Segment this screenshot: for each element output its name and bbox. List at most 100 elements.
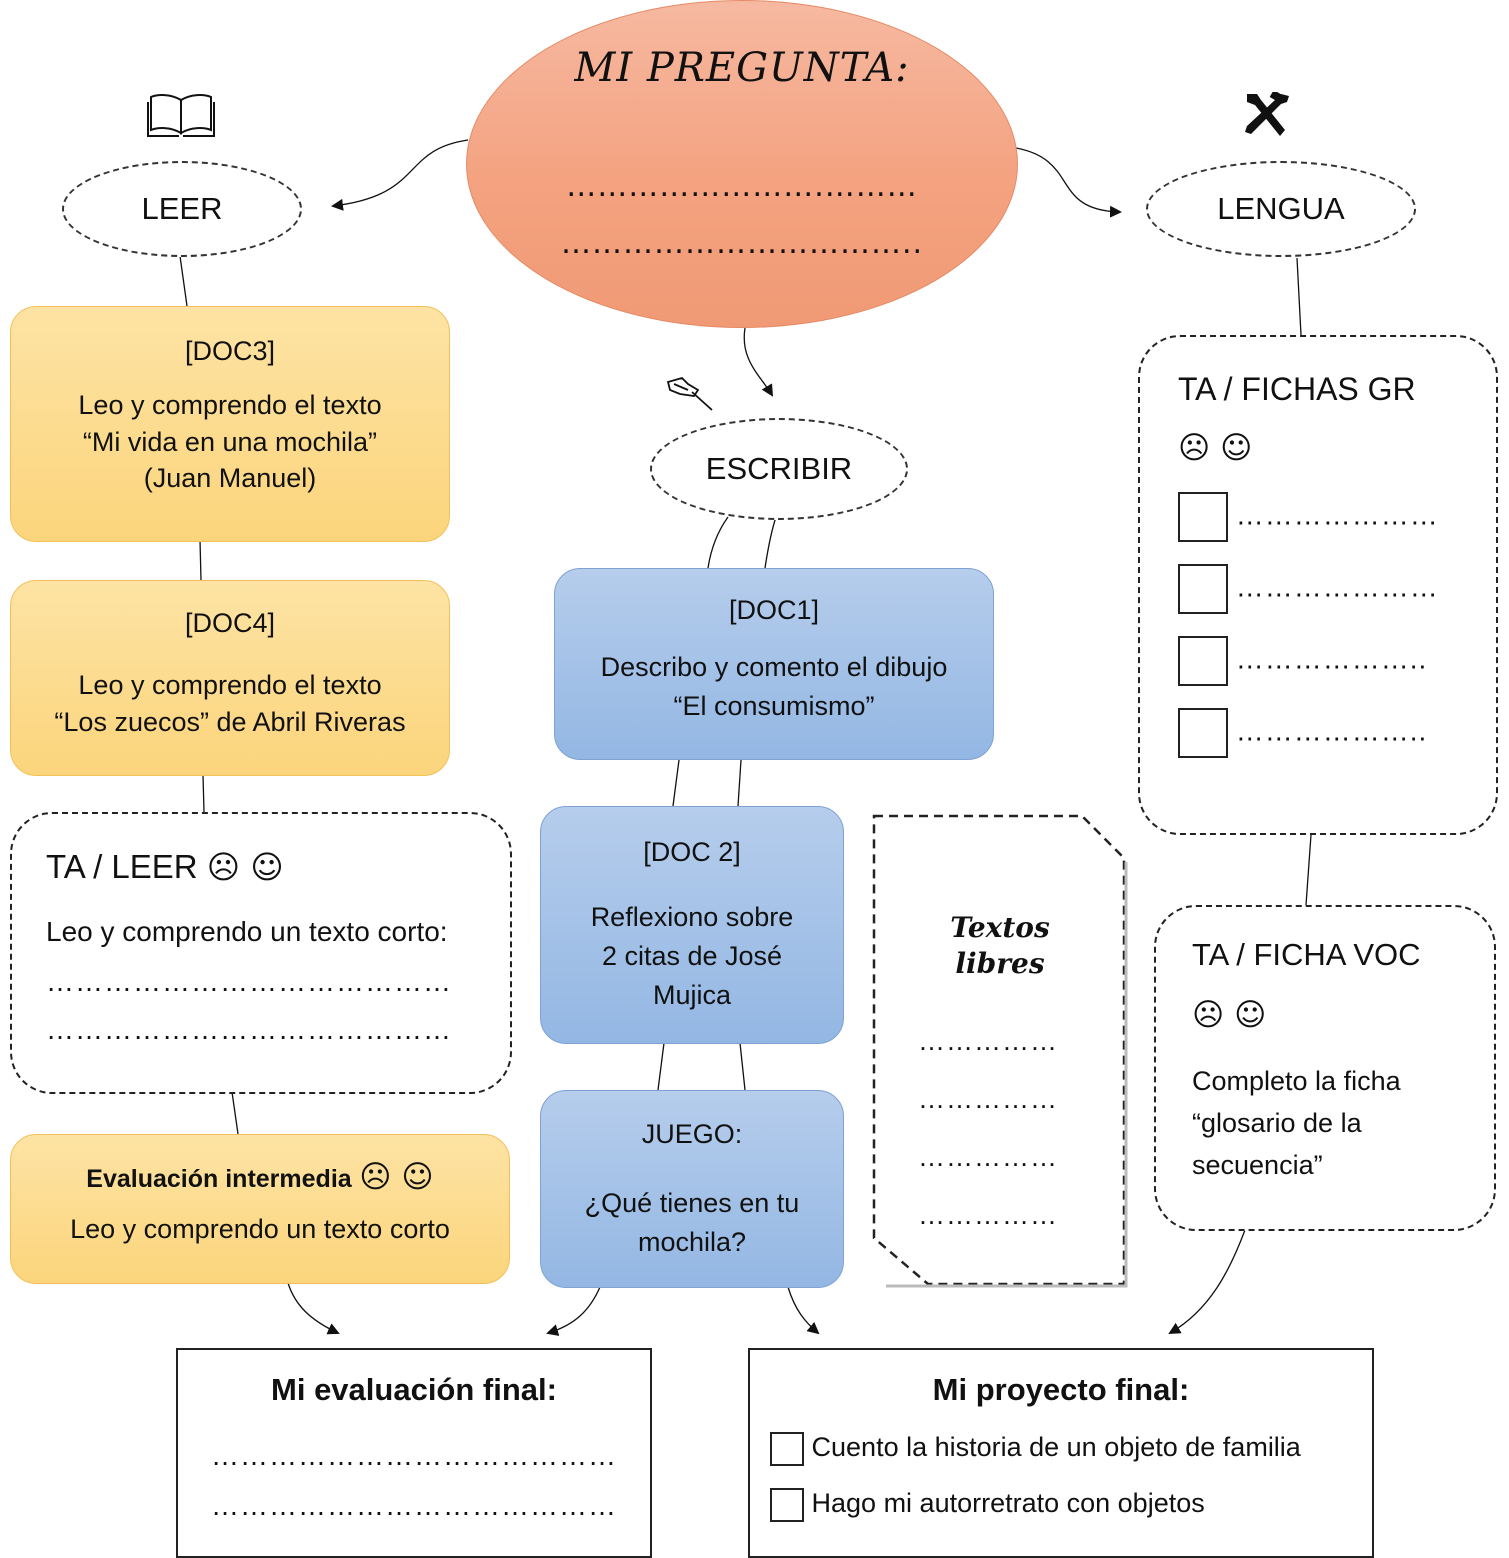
textos-libres-dots-1[interactable]: …………… <box>918 1026 1058 1056</box>
ta-fichas-gr-item-3: ……………….. <box>1178 636 1496 686</box>
doc1-box: [DOC1] Describo y comento el dibujo “El … <box>554 568 994 760</box>
ta-leer-title-row: TA / LEER ☹ ☺ <box>46 848 510 886</box>
doc1-line-2: “El consumismo” <box>673 691 875 722</box>
eval-final-dots-2[interactable]: …………………………………… <box>211 1490 617 1521</box>
fichas-gr-dots-2[interactable]: ………………… <box>1235 571 1439 603</box>
fichas-gr-dots-3[interactable]: ……………….. <box>1235 643 1428 675</box>
ta-ficha-voc-line-3: secuencia” <box>1192 1149 1323 1180</box>
juego-line-1: ¿Qué tienes en tu <box>584 1188 800 1219</box>
proyecto-final-title: Mi proyecto final: <box>932 1372 1190 1407</box>
ta-fichas-gr-item-2: ………………… <box>1178 564 1496 614</box>
fichas-gr-checkbox-2[interactable] <box>1178 564 1228 614</box>
arrow-question-lengua <box>1015 147 1122 218</box>
eval-intermedia-title: Evaluación intermedia <box>86 1165 352 1193</box>
ta-fichas-gr-box: TA / FICHAS GR ☹ ☺ ………………… ………………… ……………… <box>1138 335 1498 835</box>
arrow-juego-eval-final <box>546 1286 601 1336</box>
fichas-gr-checkbox-3[interactable] <box>1178 636 1228 686</box>
eval-final-title: Mi evaluación final: <box>271 1372 557 1407</box>
hammer-wrench-icon <box>1245 92 1289 136</box>
arrow-eval-final-left <box>287 1282 340 1335</box>
fichas-gr-checkbox-4[interactable] <box>1178 708 1228 758</box>
ta-leer-text: Leo y comprendo un texto corto: <box>46 916 448 947</box>
ta-fichas-gr-title: TA / FICHAS GR <box>1178 371 1416 407</box>
ta-ficha-voc-line-2: “glosario de la <box>1192 1107 1362 1138</box>
doc2-label: [DOC 2] <box>643 837 741 867</box>
doc1-line-1: Describo y comento el dibujo <box>600 652 948 683</box>
textos-libres-title-1: Textos <box>950 911 1050 944</box>
node-leer: LEER <box>62 161 302 257</box>
proyecto-final-option-1[interactable]: Cuento la historia de un objeto de famil… <box>770 1432 1372 1466</box>
book-icon <box>147 94 215 137</box>
node-escribir-label: ESCRIBIR <box>705 451 853 486</box>
juego-label: JUEGO: <box>641 1119 743 1149</box>
doc4-line-2: “Los zuecos” de Abril Riveras <box>54 706 406 737</box>
textos-libres-frame <box>872 814 1128 1288</box>
textos-libres-lines: …………… …………… …………… …………… <box>918 1026 1098 1258</box>
line-doc1-doc2-b <box>737 759 742 807</box>
ta-fichas-gr-faces[interactable]: ☹ ☺ <box>1178 430 1253 466</box>
proyecto-final-option-2[interactable]: Hago mi autorretrato con objetos <box>770 1488 1372 1522</box>
ta-ficha-voc-text: Completo la ficha “glosario de la secuen… <box>1192 1061 1494 1187</box>
arrow-fichavoc-proyecto <box>1168 1229 1246 1334</box>
proyecto-option-1-label: Cuento la historia de un objeto de famil… <box>811 1432 1301 1463</box>
textos-libres-dots-4[interactable]: …………… <box>918 1200 1058 1230</box>
ta-leer-dots-2[interactable]: …………………………………… <box>46 1014 452 1045</box>
doc3-box: [DOC3] Leo y comprendo el texto “Mi vida… <box>10 306 450 542</box>
doc4-box: [DOC4] Leo y comprendo el texto “Los zue… <box>10 580 450 776</box>
line-doc4-taleer <box>202 774 205 813</box>
eval-intermedia-box: Evaluación intermedia ☹ ☺ Leo y comprend… <box>10 1134 510 1284</box>
question-line-1[interactable]: …………………….……… <box>566 169 918 204</box>
juego-line-2: mochila? <box>637 1227 747 1258</box>
line-leer-doc3 <box>179 255 188 307</box>
line-fichasgr-fichavoc <box>1305 834 1312 906</box>
eval-intermedia-title-row: Evaluación intermedia ☹ ☺ <box>11 1157 509 1199</box>
fichas-gr-dots-1[interactable]: ………………… <box>1235 499 1439 531</box>
eval-intermedia-faces[interactable]: ☹ ☺ <box>359 1159 434 1195</box>
line-escribir-doc1-a <box>707 516 729 569</box>
eval-intermedia-text: Leo y comprendo un texto corto <box>70 1213 450 1244</box>
node-escribir: ESCRIBIR <box>650 418 908 520</box>
arrow-juego-proyecto <box>787 1286 820 1335</box>
doc3-line-3: (Juan Manuel) <box>143 463 317 494</box>
proyecto-checkbox-2[interactable] <box>770 1488 804 1522</box>
textos-libres-title-2: libres <box>955 947 1045 981</box>
doc2-box: [DOC 2] Reflexiono sobre 2 citas de José… <box>540 806 844 1044</box>
line-doc2-juego-b <box>739 1042 746 1091</box>
question-line-2[interactable]: …………………………….. <box>560 226 924 261</box>
node-lengua: LENGUA <box>1146 161 1416 257</box>
eval-final-box: Mi evaluación final: …………………………………… …………… <box>176 1348 652 1558</box>
proyecto-final-box: Mi proyecto final: Cuento la historia de… <box>748 1348 1374 1558</box>
writing-hand-icon <box>666 376 713 411</box>
juego-box: JUEGO: ¿Qué tienes en tu mochila? <box>540 1090 844 1288</box>
doc2-line-2: 2 citas de José <box>601 941 783 972</box>
question-ellipse: MI PREGUNTA: …………………….……… …………………………….. <box>466 0 1018 328</box>
doc2-line-1: Reflexiono sobre <box>590 902 794 933</box>
ta-fichas-gr-item-4: ……………….. <box>1178 708 1496 758</box>
ta-leer-title: TA / LEER <box>46 848 198 885</box>
line-doc1-doc2-a <box>672 759 680 807</box>
fichas-gr-dots-4[interactable]: ……………….. <box>1235 715 1428 747</box>
line-taleer-eval <box>231 1091 239 1135</box>
arrow-question-leer <box>331 139 469 211</box>
fichas-gr-checkbox-1[interactable] <box>1178 492 1228 542</box>
doc4-label: [DOC4] <box>184 608 276 638</box>
line-escribir-doc1-b <box>764 516 777 569</box>
ta-leer-faces[interactable]: ☹ ☺ <box>206 848 284 886</box>
doc1-label: [DOC1] <box>728 595 820 625</box>
ta-ficha-voc-box: TA / FICHA VOC ☹ ☺ Completo la ficha “gl… <box>1154 905 1496 1231</box>
ta-ficha-voc-faces[interactable]: ☹ ☺ <box>1192 997 1267 1033</box>
ta-ficha-voc-title: TA / FICHA VOC <box>1192 937 1421 972</box>
line-doc2-juego-a <box>657 1042 665 1091</box>
ta-leer-dots-1[interactable]: …………………………………… <box>46 966 452 997</box>
arrow-question-escribir <box>743 327 774 397</box>
ta-ficha-voc-line-1: Completo la ficha <box>1192 1066 1401 1096</box>
textos-libres-dots-3[interactable]: …………… <box>918 1142 1058 1172</box>
eval-final-dots-1[interactable]: …………………………………… <box>211 1440 617 1471</box>
node-leer-label: LEER <box>141 191 223 226</box>
proyecto-checkbox-1[interactable] <box>770 1432 804 1466</box>
textos-libres-dots-2[interactable]: …………… <box>918 1084 1058 1114</box>
proyecto-option-2-label: Hago mi autorretrato con objetos <box>811 1488 1205 1519</box>
line-lengua-fichasgr <box>1296 257 1302 336</box>
doc3-line-1: Leo y comprendo el texto <box>78 390 382 421</box>
